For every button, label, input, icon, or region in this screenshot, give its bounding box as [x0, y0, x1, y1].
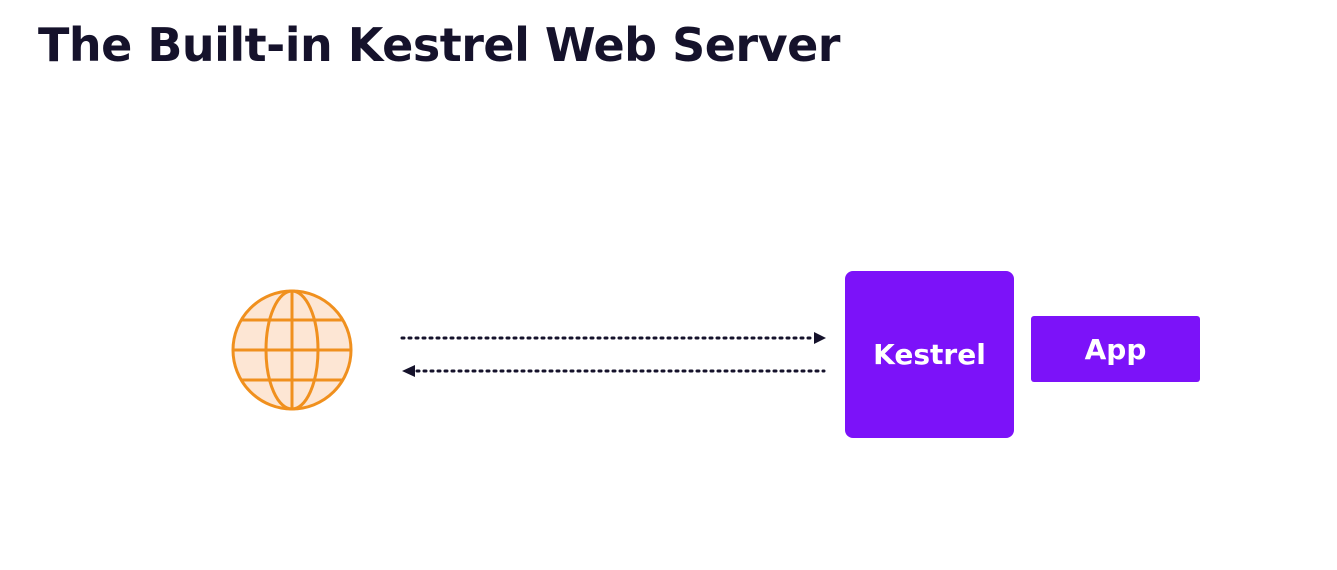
- request-arrow: [400, 332, 826, 344]
- kestrel-box: Kestrel: [845, 271, 1014, 438]
- app-box: App: [1031, 316, 1200, 382]
- response-arrow: [402, 365, 826, 377]
- kestrel-label: Kestrel: [873, 338, 986, 371]
- request-arrowhead: [814, 332, 826, 344]
- slide-title: The Built-in Kestrel Web Server: [38, 18, 841, 72]
- response-arrowhead: [402, 365, 415, 377]
- request-response-arrows: [400, 332, 826, 377]
- app-label: App: [1084, 332, 1147, 366]
- globe-icon: [231, 289, 353, 411]
